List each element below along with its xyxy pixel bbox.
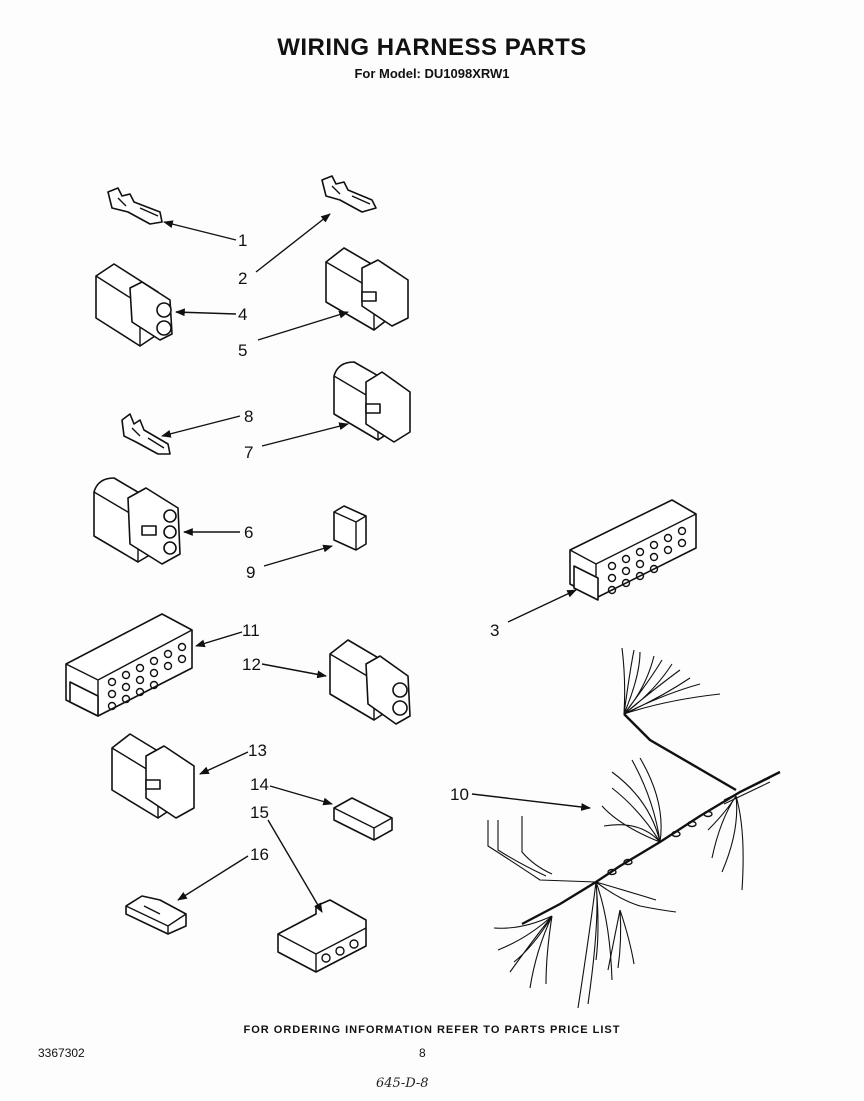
leader-10	[471, 793, 591, 811]
leader-8	[161, 415, 241, 438]
connector-housing-part-12	[329, 639, 411, 725]
leader-9	[263, 544, 333, 567]
page-title: WIRING HARNESS PARTS	[277, 34, 587, 61]
terminal-part-1	[107, 187, 163, 225]
handwritten-note: 645-D-8	[376, 1076, 429, 1091]
callout-8: 8	[244, 407, 253, 426]
callout-6: 6	[244, 523, 253, 542]
callout-9: 9	[246, 563, 255, 582]
leader-2	[255, 213, 331, 273]
connector-housing-part-13	[111, 733, 195, 819]
leader-16	[177, 855, 249, 901]
callout-1: 1	[238, 231, 247, 250]
terminal-part-8	[121, 413, 171, 455]
callout-7: 7	[244, 443, 253, 462]
callout-11: 11	[242, 621, 260, 640]
page-number: 8	[419, 1046, 426, 1060]
leader-11	[195, 631, 243, 648]
clip-part-9	[333, 505, 367, 551]
clip-part-16	[125, 895, 187, 935]
leader-12	[261, 663, 327, 679]
leader-7	[261, 422, 349, 447]
callout-4: 4	[238, 305, 247, 324]
connector-housing-part-5	[325, 247, 409, 331]
document-number: 3367302	[38, 1046, 85, 1060]
callout-3: 3	[490, 621, 499, 640]
callout-12: 12	[242, 655, 261, 674]
callout-15: 15	[250, 803, 269, 822]
leader-5	[257, 310, 349, 341]
connector-housing-part-4	[95, 263, 173, 347]
leader-14	[269, 785, 333, 806]
terminal-part-2	[321, 175, 377, 213]
connector-housing-part-7	[333, 361, 411, 443]
ordering-info-note: FOR ORDERING INFORMATION REFER TO PARTS …	[243, 1024, 621, 1036]
leader-1	[163, 220, 237, 241]
clip-part-14	[333, 797, 393, 841]
leader-3	[507, 589, 577, 623]
callout-2: 2	[238, 269, 247, 288]
callout-13: 13	[248, 741, 267, 760]
multipin-connector-part-11	[65, 613, 193, 717]
callout-5: 5	[238, 341, 247, 360]
connector-housing-part-6	[93, 477, 181, 565]
leader-15	[267, 819, 323, 913]
leader-4	[175, 308, 237, 317]
leader-13	[199, 751, 249, 775]
wiring-harness-part-10	[487, 647, 781, 1009]
callout-14: 14	[250, 775, 269, 794]
callout-16: 16	[250, 845, 269, 864]
multipin-connector-part-3	[569, 499, 697, 601]
model-subtitle: For Model: DU1098XRW1	[354, 66, 510, 81]
callout-10: 10	[450, 785, 469, 804]
